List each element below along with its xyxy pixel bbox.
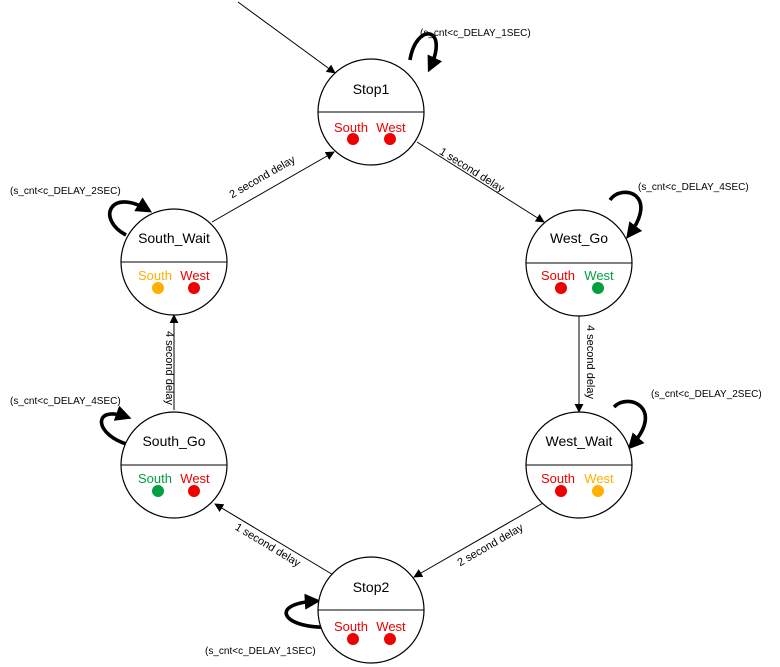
south-light [152, 282, 164, 294]
transition-south-wait-to-stop1: 2 second delay [211, 151, 335, 223]
west-light-label: West [376, 619, 406, 634]
state-stop2[interactable]: Stop2 South West [317, 556, 425, 664]
transition-arrow [214, 503, 336, 577]
transition-label: 2 second delay [455, 521, 526, 569]
west-light [384, 633, 396, 645]
state-south-wait[interactable]: South_Wait South West [120, 208, 228, 316]
west-light-label: West [584, 471, 614, 486]
west-light [384, 133, 396, 145]
transition-west-wait-to-stop2: 2 second delay [413, 502, 544, 578]
south-light [347, 133, 359, 145]
self-loop-arrow [408, 32, 443, 73]
initial-transition-arrow [237, 1, 336, 74]
west-light-label: West [180, 471, 210, 486]
transition-stop1-to-west-go: 1 second delay [416, 141, 545, 223]
self-loop-label: (s_cnt<c_DELAY_1SEC) [420, 28, 531, 39]
self-loop-west-go: (s_cnt<c_DELAY_4SEC) [608, 182, 749, 239]
south-light-label: South [541, 268, 575, 283]
state-stop1[interactable]: Stop1 South West [317, 58, 425, 166]
transition-south-go-to-south-wait: 4 second delay [163, 314, 179, 410]
west-light-label: West [584, 268, 614, 283]
self-loop-label: (s_cnt<c_DELAY_4SEC) [638, 182, 749, 193]
transition-west-go-to-west-wait: 4 second delay [574, 316, 596, 413]
state-name: South_Wait [138, 230, 210, 246]
state-name: West_Wait [546, 433, 613, 449]
transition-arrow [416, 141, 545, 223]
self-loop-south-go: (s_cnt<c_DELAY_4SEC) [10, 396, 132, 447]
south-light [152, 485, 164, 497]
south-light [347, 633, 359, 645]
south-light-label: South [334, 120, 368, 135]
transition-arrow [211, 151, 335, 223]
state-name: West_Go [550, 230, 608, 246]
self-loop-arrow [107, 197, 153, 237]
west-light [592, 282, 604, 294]
transition-label: 2 second delay [227, 153, 298, 201]
self-loop-arrow [612, 399, 648, 450]
south-light-label: South [138, 471, 172, 486]
transition-stop2-to-south-go: 1 second delay [214, 503, 336, 577]
west-light [188, 485, 200, 497]
self-loop-arrow [99, 405, 132, 447]
self-loop-arrow [284, 593, 333, 629]
transition-label: 1 second delay [437, 146, 507, 196]
state-name: Stop1 [353, 81, 390, 97]
south-light-label: South [334, 619, 368, 634]
self-loop-west-wait: (s_cnt<c_DELAY_2SEC) [612, 389, 762, 450]
south-light [555, 282, 567, 294]
state-west-wait[interactable]: West_Wait South West [525, 411, 633, 519]
state-south-go[interactable]: South_Go South West [120, 411, 228, 519]
transition-arrow [413, 502, 544, 578]
west-light [188, 282, 200, 294]
self-loop-label: (s_cnt<c_DELAY_4SEC) [10, 396, 121, 407]
south-light-label: South [138, 268, 172, 283]
state-name: South_Go [142, 433, 205, 449]
self-loop-label: (s_cnt<c_DELAY_1SEC) [205, 646, 316, 657]
transition-label: 4 second delay [163, 331, 175, 405]
south-light-label: South [541, 471, 575, 486]
west-light-label: West [180, 268, 210, 283]
self-loop-stop2: (s_cnt<c_DELAY_1SEC) [205, 593, 333, 657]
transition-label: 4 second delay [584, 325, 596, 399]
state-west-go[interactable]: West_Go South West [525, 209, 633, 317]
self-loop-label: (s_cnt<c_DELAY_2SEC) [651, 389, 762, 400]
west-light-label: West [376, 120, 406, 135]
state-name: Stop2 [353, 579, 390, 595]
self-loop-arrow [608, 190, 643, 239]
west-light [592, 485, 604, 497]
self-loop-south-wait: (s_cnt<c_DELAY_2SEC) [10, 186, 153, 237]
transition-label: 1 second delay [233, 521, 303, 570]
self-loop-label: (s_cnt<c_DELAY_2SEC) [10, 186, 121, 197]
self-loop-stop1: (s_cnt<c_DELAY_1SEC) [408, 28, 531, 73]
south-light [555, 485, 567, 497]
